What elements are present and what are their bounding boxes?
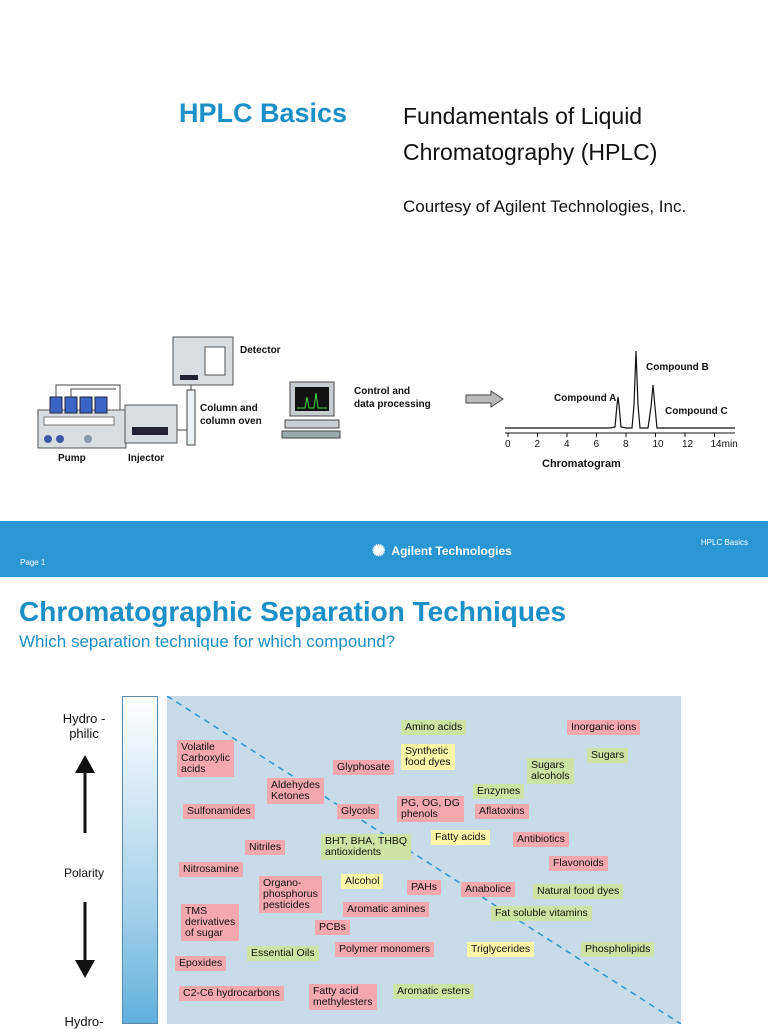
compound-tag: Sugars alcohols — [527, 758, 574, 784]
compound-tag: TMS derivatives of sugar — [181, 904, 240, 941]
column-label-line-2: column oven — [200, 416, 262, 427]
chromatogram-trace — [505, 350, 735, 429]
time-tick-label: 6 — [594, 439, 600, 450]
compound-a-label: Compound A — [554, 393, 617, 404]
time-tick-label: 14min — [711, 439, 738, 450]
compound-tag: C2-C6 hydrocarbons — [179, 986, 284, 1001]
compound-tag: Glyphosate — [333, 760, 395, 775]
compound-tag: Enzymes — [473, 784, 525, 799]
compound-tag: Aromatic esters — [393, 984, 474, 999]
time-tick-label: 10 — [653, 439, 665, 450]
agilent-logo-text: Agilent Technologies — [391, 544, 512, 558]
compound-tag: Anabolice — [461, 882, 516, 897]
slide-hplc-basics: HPLC Basics Fundamentals of Liquid Chrom… — [0, 98, 768, 577]
compound-tag: PAHs — [407, 880, 442, 895]
pump-illustration — [37, 384, 190, 449]
control-label-line-1: Control and — [354, 386, 411, 397]
compound-tag: Antibiotics — [513, 832, 569, 847]
time-tick-label: 4 — [564, 439, 570, 450]
slide2-title: Chromatographic Separation Techniques — [19, 596, 567, 627]
compound-tag: Organo- phosphorus pesticides — [259, 876, 322, 913]
chromatogram-label: Chromatogram — [542, 458, 621, 470]
agilent-spark-icon: ✺ — [372, 543, 386, 560]
computer-illustration — [281, 381, 341, 439]
polarity-top-line-1: Hydro - — [62, 711, 106, 726]
slide2-subtitle: Which separation technique for which com… — [19, 632, 396, 651]
compound-tag: Synthetic food dyes — [401, 744, 455, 770]
compound-tag: BHT, BHA, THBQ antioxidents — [321, 834, 412, 860]
compound-c-label: Compound C — [665, 406, 728, 417]
courtesy-text: Courtesy of Agilent Technologies, Inc. — [403, 197, 687, 216]
compound-tag: Alcohol — [341, 874, 384, 889]
subtitle-line-2: Chromatography (HPLC) — [403, 139, 658, 165]
polarity-label: Polarity — [63, 866, 104, 880]
compound-tag: Inorganic ions — [567, 720, 641, 735]
separation-diagonal — [167, 696, 681, 1024]
slide-subtitle: Fundamentals of Liquid Chromatography (H… — [403, 98, 657, 170]
compound-tag: Fatty acid methylesters — [309, 984, 377, 1010]
chromatogram-plot: 0 2 4 6 8 10 12 14min — [505, 350, 738, 450]
compound-tag: Triglycerides — [467, 942, 535, 957]
slide-footer: Page 1 ✺ Agilent Technologies HPLC Basic… — [0, 521, 768, 577]
compound-tag: Fatty acids — [431, 830, 490, 845]
control-label: Control and data processing — [354, 385, 431, 411]
time-tick-label: 2 — [535, 439, 541, 450]
control-label-line-2: data processing — [354, 399, 431, 410]
up-arrow-icon — [75, 755, 95, 833]
compound-tag: Polymer monomers — [335, 942, 435, 957]
compound-tag: Sulfonamides — [183, 804, 255, 819]
right-arrow-icon — [465, 390, 504, 408]
injector-label: Injector — [128, 453, 165, 464]
compound-tag: Aromatic amines — [343, 902, 430, 917]
time-tick-label: 8 — [623, 439, 629, 450]
hplc-system-diagram — [37, 336, 341, 449]
time-tick-label: 12 — [682, 439, 694, 450]
time-tick-label: 0 — [505, 439, 511, 450]
subtitle-line-1: Fundamentals of Liquid — [403, 103, 643, 129]
down-arrow-icon — [75, 902, 95, 978]
polarity-bottom-label: Hydro- — [64, 1014, 104, 1029]
compound-tag: Fat soluble vitamins — [491, 906, 592, 921]
polarity-top-label: Hydro - philic — [52, 711, 116, 741]
detector-illustration — [172, 336, 234, 386]
footer-title: HPLC Basics — [700, 538, 748, 547]
pump-label: Pump — [58, 453, 86, 464]
compound-tag: Amino acids — [401, 720, 467, 735]
compound-tag: Flavonoids — [549, 856, 608, 871]
time-axis-ticks: 0 2 4 6 8 10 12 14min — [505, 433, 738, 450]
slide-title: HPLC Basics — [179, 98, 348, 128]
column-label-line-1: Column and — [200, 403, 258, 414]
compound-tag: Aldehydes Ketones — [267, 778, 325, 804]
compound-tag: Epoxides — [175, 956, 227, 971]
polarity-gradient-bar — [122, 696, 158, 1024]
column-illustration — [186, 377, 196, 446]
compound-tag: Sugars — [587, 748, 629, 763]
column-label: Column and column oven — [200, 402, 262, 428]
compound-tag: Aflatoxins — [475, 804, 529, 819]
compound-b-label: Compound B — [646, 362, 709, 373]
compound-tag: Natural food dyes — [533, 884, 624, 899]
compound-tag: PCBs — [315, 920, 350, 935]
injector-illustration — [124, 404, 178, 444]
compound-tag: Nitriles — [245, 840, 286, 855]
compound-tag: Phospholipids — [581, 942, 655, 957]
polarity-top-line-2: philic — [69, 726, 99, 741]
compound-tag: Glycols — [337, 804, 380, 819]
compound-tag: Volatile Carboxylic acids — [177, 740, 235, 777]
compound-tag: PG, OG, DG phenols — [397, 796, 464, 822]
page-number: Page 1 — [20, 558, 46, 567]
agilent-logo: ✺ Agilent Technologies — [372, 541, 512, 561]
compound-tag: Essential Oils — [247, 946, 319, 961]
compound-tag: Nitrosamine — [179, 862, 244, 877]
detector-label: Detector — [240, 345, 281, 356]
